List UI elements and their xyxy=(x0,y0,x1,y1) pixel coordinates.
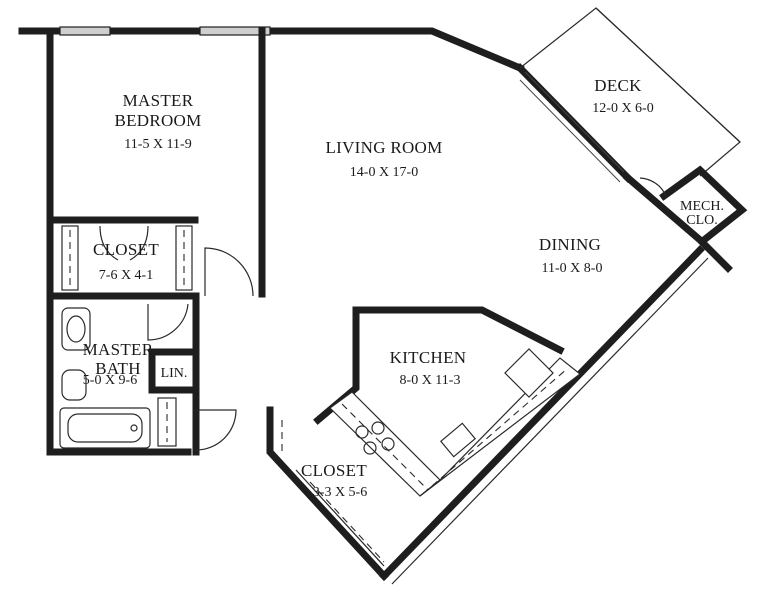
master-bath-dims: 5-0 X 9-6 xyxy=(83,373,137,388)
refrigerator xyxy=(504,348,554,398)
master-bath-label-1: MASTER xyxy=(83,340,154,359)
deck-dims: 12-0 X 6-0 xyxy=(592,101,653,116)
bath-fixtures xyxy=(59,303,189,449)
dining-label: DINING xyxy=(539,235,601,254)
master-bedroom-label-1: MASTER xyxy=(123,91,194,110)
kitchen-sink xyxy=(440,422,476,458)
hall-closet-dims: 3-3 X 5-6 xyxy=(313,485,367,500)
deck-outline xyxy=(519,7,741,177)
deck-label: DECK xyxy=(594,76,642,95)
master-bath-label-2: BATH xyxy=(95,359,141,378)
kitchen-label: KITCHEN xyxy=(390,348,467,367)
bedroom-closet-dims: 7-6 X 4-1 xyxy=(99,268,153,283)
bedroom-closet-label: CLOSET xyxy=(93,240,159,259)
bedroom-closet-detail xyxy=(61,225,193,291)
window-top-mid xyxy=(199,26,271,36)
mech-closet-label-1: MECH. xyxy=(680,199,724,214)
bedroom-door-swing xyxy=(204,247,254,297)
mech-closet-walls xyxy=(639,165,748,245)
kitchen-dims: 8-0 X 11-3 xyxy=(400,373,461,388)
living-room-label: LIVING ROOM xyxy=(325,138,442,157)
hall-closet-detail xyxy=(281,420,385,567)
mech-closet-label-2: CLO. xyxy=(686,213,718,228)
hall-closet-label: CLOSET xyxy=(301,461,367,480)
master-bedroom-dims: 11-5 X 11-9 xyxy=(124,137,191,152)
linen-closet-label: LIN. xyxy=(161,366,188,381)
bathtub xyxy=(59,407,151,449)
vanity-sink xyxy=(61,307,91,351)
master-bedroom-label-2: BEDROOM xyxy=(114,111,201,130)
window-top-left xyxy=(59,26,111,36)
cooktop xyxy=(355,421,395,455)
dining-dims: 11-0 X 8-0 xyxy=(542,261,603,276)
kitchen-counters xyxy=(329,348,581,497)
living-room-dims: 14-0 X 17-0 xyxy=(350,165,418,180)
bath-door-swing xyxy=(147,303,189,341)
toilet xyxy=(61,369,87,401)
hall-door-swing xyxy=(195,409,237,451)
